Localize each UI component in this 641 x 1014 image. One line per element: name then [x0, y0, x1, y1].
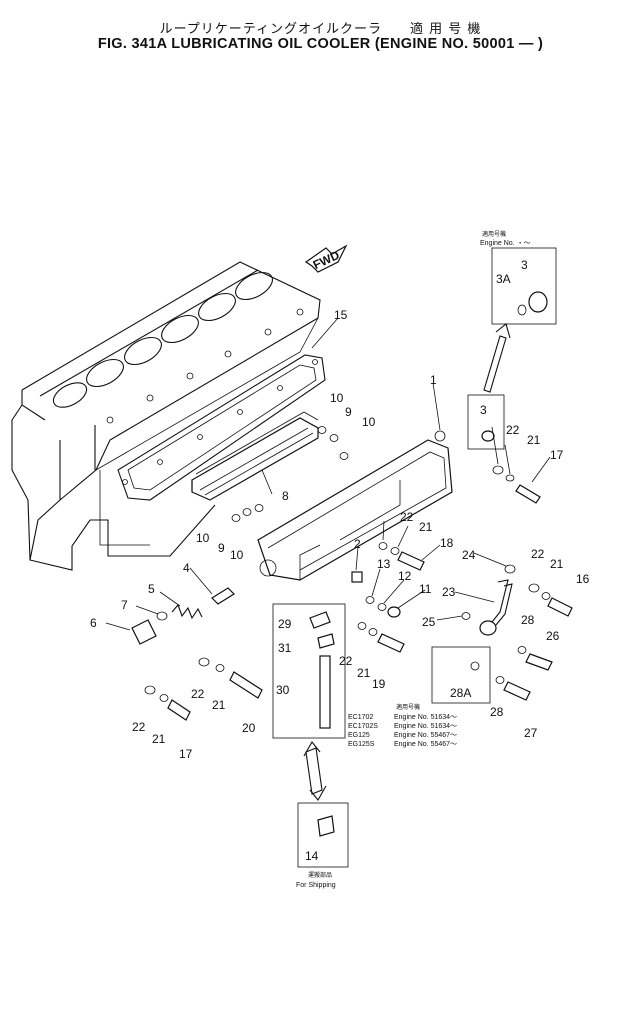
title-japanese: ループリケーティングオイルクーラ 適 用 号 機	[159, 22, 482, 37]
applicability-model-2: EC1702S	[348, 723, 378, 730]
callout-26: 26	[546, 629, 560, 643]
callout-27: 27	[524, 726, 538, 740]
hatched-arrow-lower	[303, 741, 327, 801]
callout-29: 29	[278, 617, 292, 631]
title-english: FIG. 341A LUBRICATING OIL COOLER (ENGINE…	[97, 36, 544, 52]
callout-21a: 21	[419, 520, 433, 534]
callout-7: 7	[121, 598, 128, 612]
applicability-top: 適用号機 Engine No. ・～	[480, 230, 531, 247]
callout-17b: 17	[550, 448, 564, 462]
applicability-table-jp: 適用号機	[396, 703, 420, 711]
callout-21f: 21	[527, 433, 541, 447]
inset-box-14	[297, 802, 349, 868]
inset-box-28A	[431, 646, 491, 704]
svg-text:FWD: FWD	[311, 248, 342, 272]
shipping-en: For Shipping	[296, 882, 336, 889]
callout-12: 12	[398, 569, 412, 583]
callout-22b: 22	[531, 547, 545, 561]
callout-21e: 21	[152, 732, 166, 746]
callout-19: 19	[372, 677, 386, 691]
applicability-text-3: Engine No. 55467～	[394, 732, 457, 739]
shipping-note: 運搬部品 For Shipping	[296, 871, 336, 889]
cooler-core-8	[191, 411, 319, 501]
engine-block	[11, 261, 321, 571]
callout-11: 11	[419, 582, 432, 596]
applicability-top-en: Engine No. ・～	[480, 240, 531, 247]
applicability-text-1: Engine No. 51634～	[394, 714, 457, 721]
callout-16: 16	[576, 572, 590, 586]
applicability-top-jp: 適用号機	[482, 230, 506, 238]
applicability-model-1: EC1702	[348, 714, 373, 721]
callout-10a: 10	[330, 391, 344, 405]
gasket-15	[117, 354, 326, 501]
callout-15: 15	[334, 308, 348, 322]
fwd-arrow: FWD	[304, 244, 348, 273]
callout-3: 3	[521, 258, 528, 272]
callout-10d: 10	[230, 548, 244, 562]
callout-18: 18	[440, 536, 454, 550]
callout-28b: 28	[490, 705, 504, 719]
applicability-model-4: EG125S	[348, 741, 375, 748]
callout-21c: 21	[357, 666, 371, 680]
callout-3A: 3A	[496, 272, 511, 286]
callout-25: 25	[422, 615, 436, 629]
callout-28a: 28	[521, 613, 535, 627]
callout-1: 1	[430, 373, 437, 387]
leader-lines	[105, 317, 551, 631]
applicability-table: 適用号機 EC1702 Engine No. 51634～ EC1702S En…	[348, 703, 457, 748]
callout-30: 30	[276, 683, 290, 697]
callout-9b: 9	[218, 541, 225, 555]
inset-box-29-31-30	[272, 603, 346, 739]
callout-10b: 10	[362, 415, 376, 429]
callout-22e: 22	[132, 720, 146, 734]
callout-21d: 21	[212, 698, 226, 712]
callout-14: 14	[305, 849, 319, 863]
callout-22d: 22	[191, 687, 205, 701]
callout-3b: 3	[480, 403, 487, 417]
callout-31: 31	[278, 641, 292, 655]
callout-24: 24	[462, 548, 476, 562]
applicability-text-2: Engine No. 51634～	[394, 723, 457, 730]
callout-17a: 17	[179, 747, 193, 761]
callout-6: 6	[90, 616, 97, 630]
callout-21b: 21	[550, 557, 564, 571]
callout-13: 13	[377, 557, 391, 571]
callout-9a: 9	[345, 405, 352, 419]
applicability-model-3: EG125	[348, 732, 370, 739]
hatched-arrow-upper	[483, 323, 511, 393]
callout-4: 4	[183, 561, 190, 575]
callout-28A: 28A	[450, 686, 471, 700]
applicability-text-4: Engine No. 55467～	[394, 741, 457, 748]
cooler-cover-1	[257, 430, 453, 581]
callout-22c: 22	[339, 654, 353, 668]
shipping-jp: 運搬部品	[308, 871, 332, 879]
callout-labels: 15 1 10 9 10 8 10 9 10 4 5 7 6 2 13 22 2…	[90, 258, 590, 863]
inset-box-3	[467, 394, 505, 450]
callout-20: 20	[242, 721, 256, 735]
callout-22f: 22	[506, 423, 520, 437]
inset-box-3-3A	[491, 247, 557, 325]
callout-2: 2	[354, 537, 361, 551]
callout-8: 8	[282, 489, 289, 503]
small-parts	[131, 291, 573, 721]
callout-10c: 10	[196, 531, 210, 545]
callout-22a: 22	[400, 510, 414, 524]
callout-5: 5	[148, 582, 155, 596]
callout-23: 23	[442, 585, 456, 599]
